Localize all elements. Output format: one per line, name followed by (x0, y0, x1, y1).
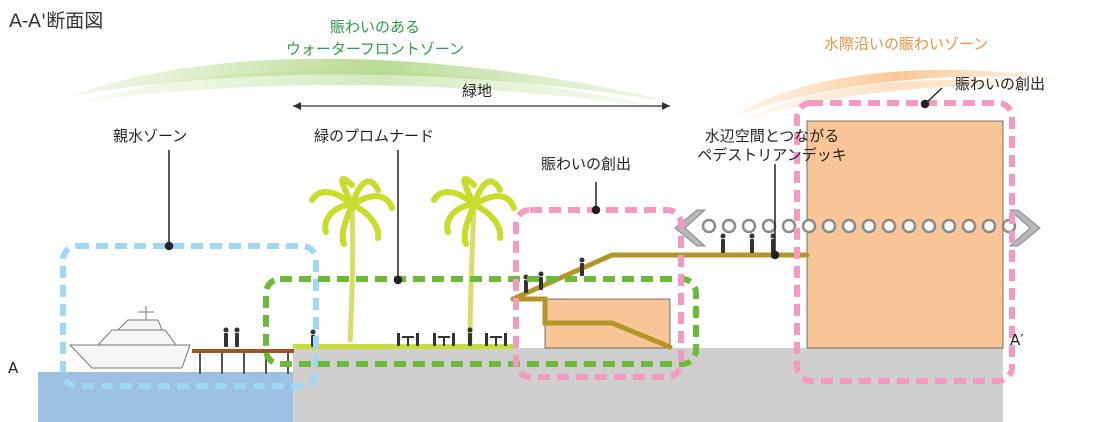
yacht (68, 306, 191, 369)
waterside-zone-brush-2 (745, 79, 1060, 120)
waterside-zone-label: 水際沿いの賑わいゾーン (824, 35, 989, 53)
waterfront-zone-label-line2: ウォーターフロントゾーン (285, 40, 465, 58)
nigiwai-right-label: 賑わいの創出 (955, 75, 1046, 93)
waterside-zone-brush (735, 69, 1062, 116)
section-marker-a-prime: A′ (1010, 331, 1024, 349)
green-space-label: 緑地 (462, 82, 493, 100)
cafe-tables (397, 333, 507, 346)
waterfront-zone-brush (72, 58, 682, 104)
waterfront-zone-label-line1: 賑わいのある (329, 18, 420, 36)
nigiwai-right-outline (794, 100, 1015, 384)
promenade-lawn (293, 344, 513, 349)
pier (192, 349, 294, 374)
deck-label-line1: 水辺空間とつながる (704, 127, 840, 145)
nigiwai-center-label: 賑わいの創出 (541, 155, 632, 173)
section-marker-a: A (8, 359, 19, 377)
green-space-range (293, 102, 670, 110)
leader-lines (164, 87, 943, 285)
water (38, 372, 294, 422)
ground (293, 348, 1003, 422)
palm-tree-2 (431, 176, 517, 343)
pedestrian-deck (510, 252, 810, 350)
waterfront-zone-brush-2 (80, 69, 675, 110)
deck-label-line2: ペデストリアンデッキ (697, 146, 847, 164)
people (223, 233, 776, 347)
shinsui-zone-label: 親水ゾーン (113, 127, 188, 145)
palm-tree-1 (309, 176, 395, 343)
promenade-zone-outline (263, 276, 699, 367)
tall-building (806, 120, 1004, 349)
promenade-label: 緑のプロムナード (314, 127, 435, 145)
diagram-title: A-A'断面図 (9, 10, 104, 32)
